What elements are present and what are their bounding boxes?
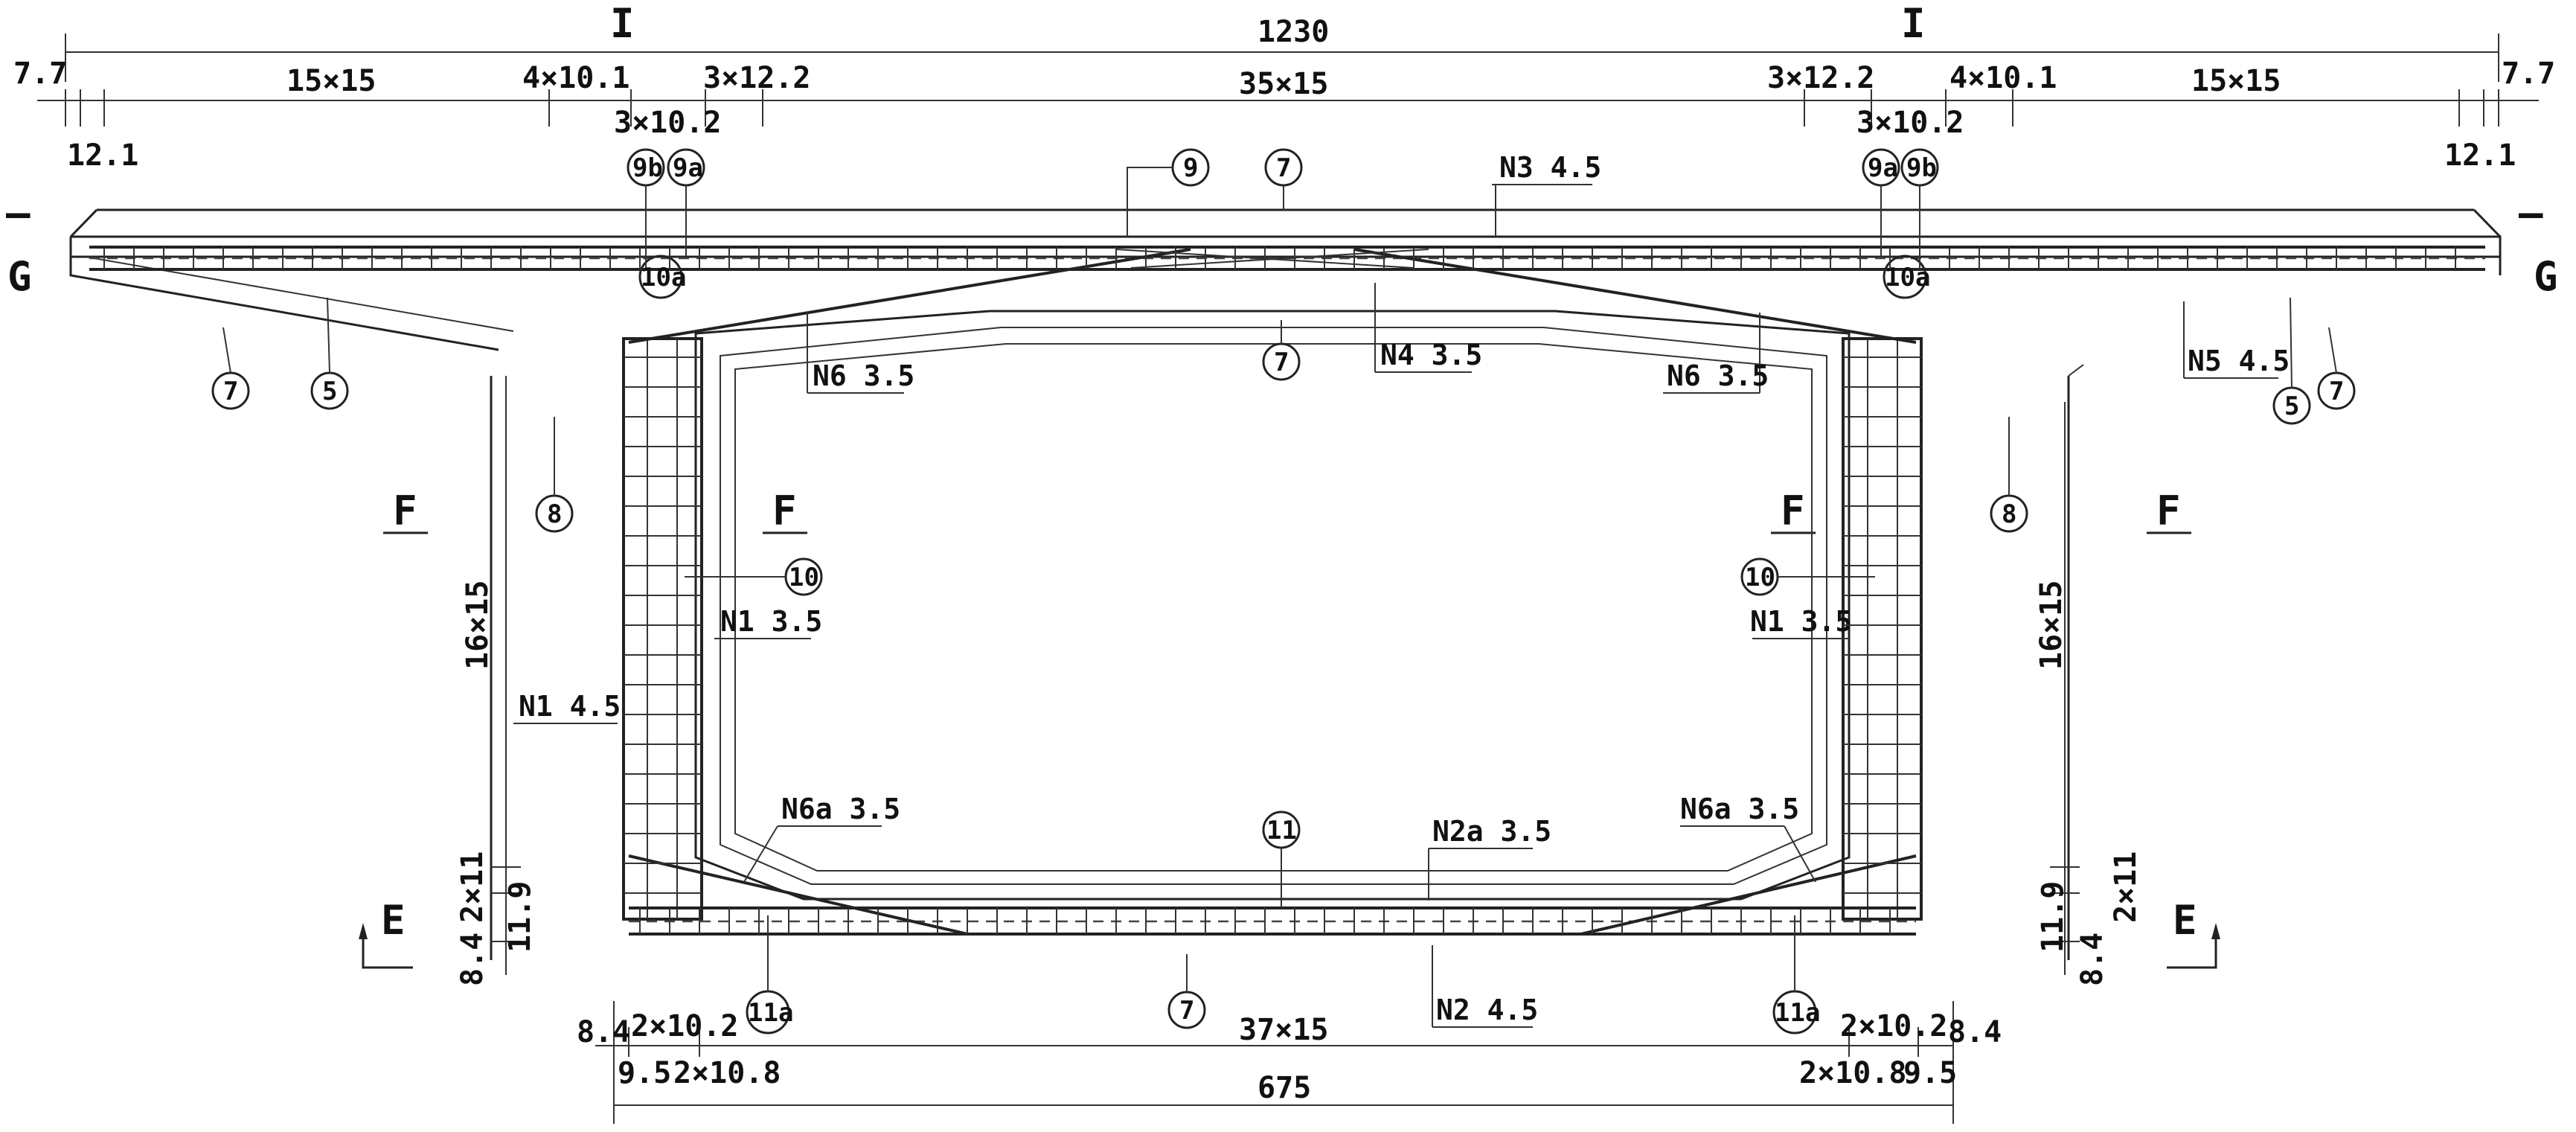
- girder-inner-cell: [694, 310, 1851, 901]
- label-n3: N3 4.5: [1499, 151, 1601, 184]
- callout-7-inner: 7: [1274, 348, 1289, 377]
- callout-7-flange-right: 7: [2329, 377, 2344, 406]
- label-n6-right: N6 3.5: [1667, 359, 1769, 392]
- label-n1-inner-right: N1 3.5: [1750, 605, 1852, 638]
- callout-5-right: 5: [2284, 391, 2299, 421]
- label-n6a-left: N6a 3.5: [781, 793, 900, 825]
- callout-circles: [211, 148, 2356, 1035]
- label-n1-outer-left: N1 4.5: [519, 690, 621, 723]
- dim-right-lower-c: 8.4: [2075, 933, 2109, 986]
- label-n4: N4 3.5: [1380, 339, 1482, 371]
- dim-bottom-right-b: 8.4: [1948, 1015, 2002, 1049]
- callout-9: 9: [1183, 153, 1198, 183]
- section-tick-top-right: I: [1901, 0, 1926, 47]
- dim-left-lower-a: 2×11: [455, 851, 490, 923]
- label-n5: N5 4.5: [2188, 345, 2290, 377]
- dim-right-transition-a: 4×10.1: [1949, 61, 2057, 95]
- dim-right-edge: 7.7: [2502, 57, 2555, 91]
- web-outer-bars: [490, 364, 2084, 960]
- right-web-cage: [1842, 337, 1923, 921]
- dim-right-flange-spacing: 15×15: [2191, 64, 2281, 98]
- label-n6-left: N6 3.5: [813, 359, 914, 392]
- dim-left-transition-a: 4×10.1: [522, 61, 630, 95]
- rebar-leaders: [513, 184, 2278, 1028]
- dim-left-transition-b: 3×12.2: [703, 61, 811, 95]
- section-f-outer-left: F: [393, 487, 417, 534]
- left-web-cage: [622, 337, 703, 921]
- dim-right-lower-a: 2×11: [2109, 851, 2143, 923]
- label-n2a: N2a 3.5: [1432, 815, 1551, 848]
- section-g-right: G: [2534, 253, 2558, 300]
- dim-left-flange-spacing: 15×15: [286, 64, 376, 98]
- dim-bottom-left-c: 9.5: [618, 1056, 671, 1090]
- callout-7-top: 7: [1276, 153, 1291, 183]
- bottom-slab-rebar-band: [629, 906, 1916, 936]
- callout-10-right: 10: [1745, 563, 1775, 592]
- dim-right-transition-b: 3×12.2: [1767, 61, 1875, 95]
- dim-top-center-spacing: 35×15: [1239, 67, 1328, 101]
- section-g-left: G: [7, 253, 32, 300]
- section-e-marks: [359, 923, 2220, 969]
- dim-left-web-height: 16×15: [461, 581, 495, 670]
- callout-7-flange-left: 7: [223, 377, 238, 406]
- dim-right-lower-b: 11.9: [2036, 881, 2070, 953]
- bottom-slab-stirrups: [639, 908, 1891, 934]
- callout-9a-left: 9a: [673, 153, 703, 183]
- dim-right-web-top: 3×10.2: [1856, 106, 1964, 140]
- top-dimension-lines: [37, 33, 2539, 127]
- label-n1-inner-left: N1 3.5: [720, 605, 822, 638]
- callout-11a-left: 11a: [748, 998, 793, 1028]
- callout-7-bottom: 7: [1179, 996, 1194, 1026]
- girder-outer-outline: [69, 208, 2502, 351]
- dim-bottom-right-c: 9.5: [1903, 1056, 1957, 1090]
- dim-bottom-left-d: 2×10.8: [673, 1056, 781, 1090]
- callout-9b-left: 9b: [632, 153, 663, 183]
- section-f-outer-right: F: [2156, 487, 2181, 534]
- callout-11: 11: [1266, 816, 1297, 845]
- dim-bottom-right-d: 2×10.8: [1799, 1056, 1907, 1090]
- section-e-right: E: [2173, 897, 2197, 944]
- callout-9a-right: 9a: [1868, 153, 1898, 183]
- dim-overall-width: 1230: [1257, 15, 1329, 49]
- callout-10-left: 10: [789, 563, 819, 592]
- label-n2: N2 4.5: [1436, 994, 1538, 1026]
- label-n6a-right: N6a 3.5: [1680, 793, 1799, 825]
- callout-9b-right: 9b: [1906, 153, 1937, 183]
- section-f-inner-right: F: [1781, 487, 1805, 534]
- dim-bottom-right-a: 2×10.2: [1840, 1009, 1948, 1043]
- dim-right-tip: 12.1: [2444, 138, 2516, 173]
- dim-left-lower-b: 11.9: [503, 881, 537, 953]
- dim-bottom-center-spacing: 37×15: [1239, 1013, 1328, 1047]
- dim-bottom-left-a: 8.4: [577, 1015, 630, 1049]
- dim-left-lower-c: 8.4: [455, 933, 490, 986]
- dim-left-tip: 12.1: [67, 138, 138, 173]
- web-dimension-lines: [491, 376, 2080, 975]
- callout-8-left: 8: [547, 499, 562, 529]
- top-slab-stirrups: [103, 247, 2456, 269]
- bottom-dimension-lines: [595, 1001, 1954, 1124]
- dim-left-web-top: 3×10.2: [614, 106, 722, 140]
- dim-bottom-left-b: 2×10.2: [631, 1009, 739, 1043]
- web-stirrups: [624, 356, 1921, 894]
- section-g-right-bar: —: [2519, 190, 2543, 237]
- section-e-left: E: [381, 897, 406, 944]
- dim-left-edge: 7.7: [13, 57, 67, 91]
- haunch-bars: [628, 248, 1917, 936]
- callout-10a-right: 10a: [1885, 263, 1930, 292]
- callout-11a-right: 11a: [1775, 998, 1820, 1028]
- section-f-inner-left: F: [772, 487, 797, 534]
- dim-bottom-width: 675: [1257, 1071, 1311, 1105]
- callout-5-left: 5: [322, 377, 337, 406]
- callout-10a-left: 10a: [641, 263, 686, 292]
- section-g-left-bar: —: [6, 190, 31, 237]
- dim-right-web-height: 16×15: [2034, 581, 2069, 670]
- callout-8-right: 8: [2002, 499, 2016, 529]
- section-tick-top-left: I: [610, 0, 635, 47]
